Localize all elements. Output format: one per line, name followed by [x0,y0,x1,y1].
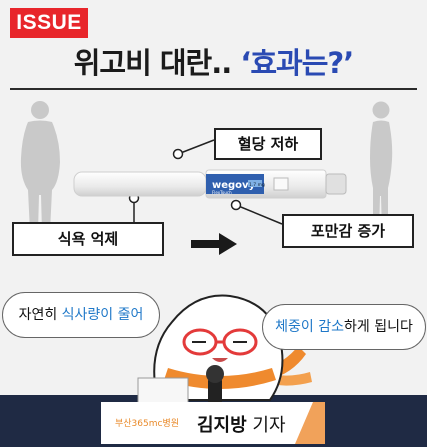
pen-sub: FlexTouch [212,190,232,195]
headline-main: 위고비 대란.. [73,46,241,80]
label-fullness: 포만감 증가 [282,214,414,248]
silhouette-after-icon [370,101,393,232]
issue-badge: ISSUE [10,8,88,38]
headline-accent: ‘효과는?’ [240,46,354,80]
mascot-character [137,294,312,407]
headline-divider [10,88,417,90]
bubble-left-highlight: 식사량이 줄어 [61,307,144,323]
speech-bubble-left: 자연히 식사량이 줄어 [2,292,160,338]
bubble-right-text: 하게 됩니다 [344,319,413,335]
reporter-card: 부산365mc병원 김지방 기자 [101,402,325,444]
arrow-right-icon [191,233,237,255]
label-blood-sugar: 혈당 저하 [214,128,322,160]
reporter-title: 기자 [246,415,286,436]
headline: 위고비 대란.. ‘효과는?’ [0,40,427,82]
pen-brand: wegovy [212,180,256,191]
bubble-right-highlight: 체중이 감소 [275,319,344,335]
footer-accent-stripe [295,402,325,444]
reporter-name: 김지방 [197,415,247,436]
silhouette-before-icon [20,101,60,232]
label-appetite: 식욕 억제 [12,222,164,256]
bubble-left-text: 자연히 [18,307,62,323]
hospital-logo: 부산365mc병원 [115,419,180,429]
pen-dose: 1.7 mg [249,182,265,188]
reporter-line: 김지방 기자 [197,411,286,437]
speech-bubble-right: 체중이 감소하게 됩니다 [262,304,426,350]
injection-pen: wegovy FlexTouch 1.7 mg [73,169,347,199]
